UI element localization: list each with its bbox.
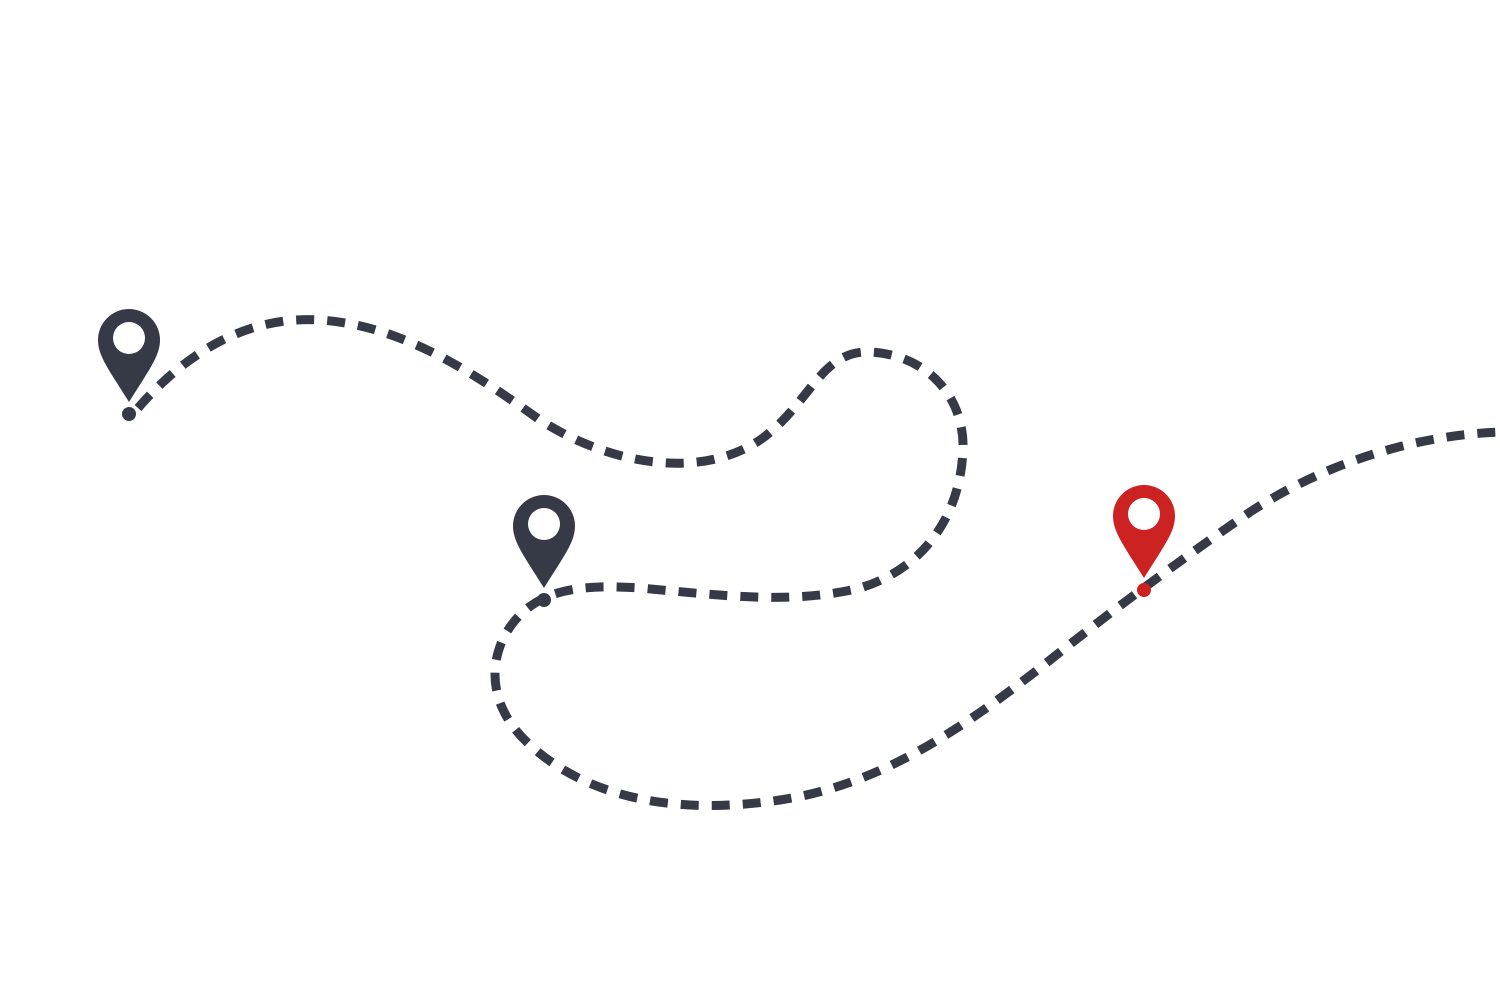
destination-pin-icon xyxy=(1113,485,1175,597)
pin-anchor-dot xyxy=(122,407,136,421)
map-pin-icon xyxy=(513,495,575,607)
pin-anchor-dot xyxy=(537,593,551,607)
dashed-route-path xyxy=(134,315,1500,810)
map-pin-icon xyxy=(98,309,160,421)
pin-anchor-dot xyxy=(1137,583,1151,597)
